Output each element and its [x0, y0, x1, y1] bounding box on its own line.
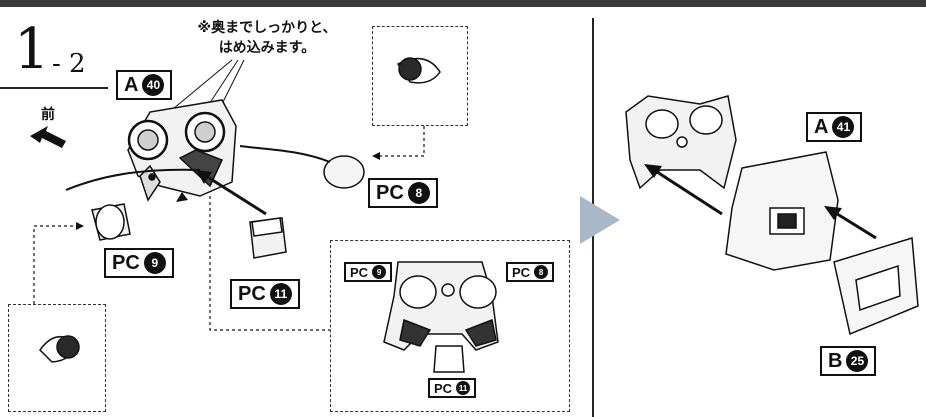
number-badge: 8: [534, 265, 549, 279]
part-pc9-sleeve: [91, 203, 131, 241]
next-step-arrow-icon: [580, 196, 620, 244]
pc9-wire: [65, 168, 201, 191]
step-underline: [0, 87, 108, 89]
assembled-inset-box: [330, 240, 570, 412]
pc9-detail: [39, 335, 80, 363]
number-badge: 11: [456, 381, 471, 395]
pc8-detail: [396, 57, 441, 84]
pc11-guide: [209, 196, 330, 331]
detail-box-bottom-left: [8, 304, 106, 412]
direction-arrow-icon: [30, 126, 66, 148]
number-badge: 11: [269, 283, 292, 305]
front-direction-label: 前: [41, 107, 55, 123]
pc8-wire: [239, 145, 331, 163]
detail-box-top: [372, 26, 468, 126]
part-frame-assembly: [625, 95, 737, 190]
part-a41-cover: [725, 151, 839, 271]
pc8-guide: [380, 126, 425, 157]
number-badge: 9: [143, 252, 166, 274]
step-sub-number: - 2: [52, 49, 86, 79]
pc9-guide: [33, 225, 76, 304]
number-badge: 41: [832, 116, 855, 138]
number-badge: 40: [142, 74, 165, 96]
step-number: 1: [14, 17, 50, 82]
instruction-note: ※奥までしっかりと、 はめ込みます。: [197, 20, 337, 56]
assembled-part-inset: [383, 261, 499, 373]
part-pc8-sphere: [323, 155, 365, 189]
push-arrow-icon: [196, 170, 212, 184]
number-badge: 9: [372, 265, 387, 279]
number-badge: 25: [846, 350, 869, 372]
top-bar: [0, 0, 926, 7]
part-pc11: [249, 217, 287, 259]
part-b25: [833, 237, 919, 336]
number-badge: 8: [407, 182, 430, 204]
